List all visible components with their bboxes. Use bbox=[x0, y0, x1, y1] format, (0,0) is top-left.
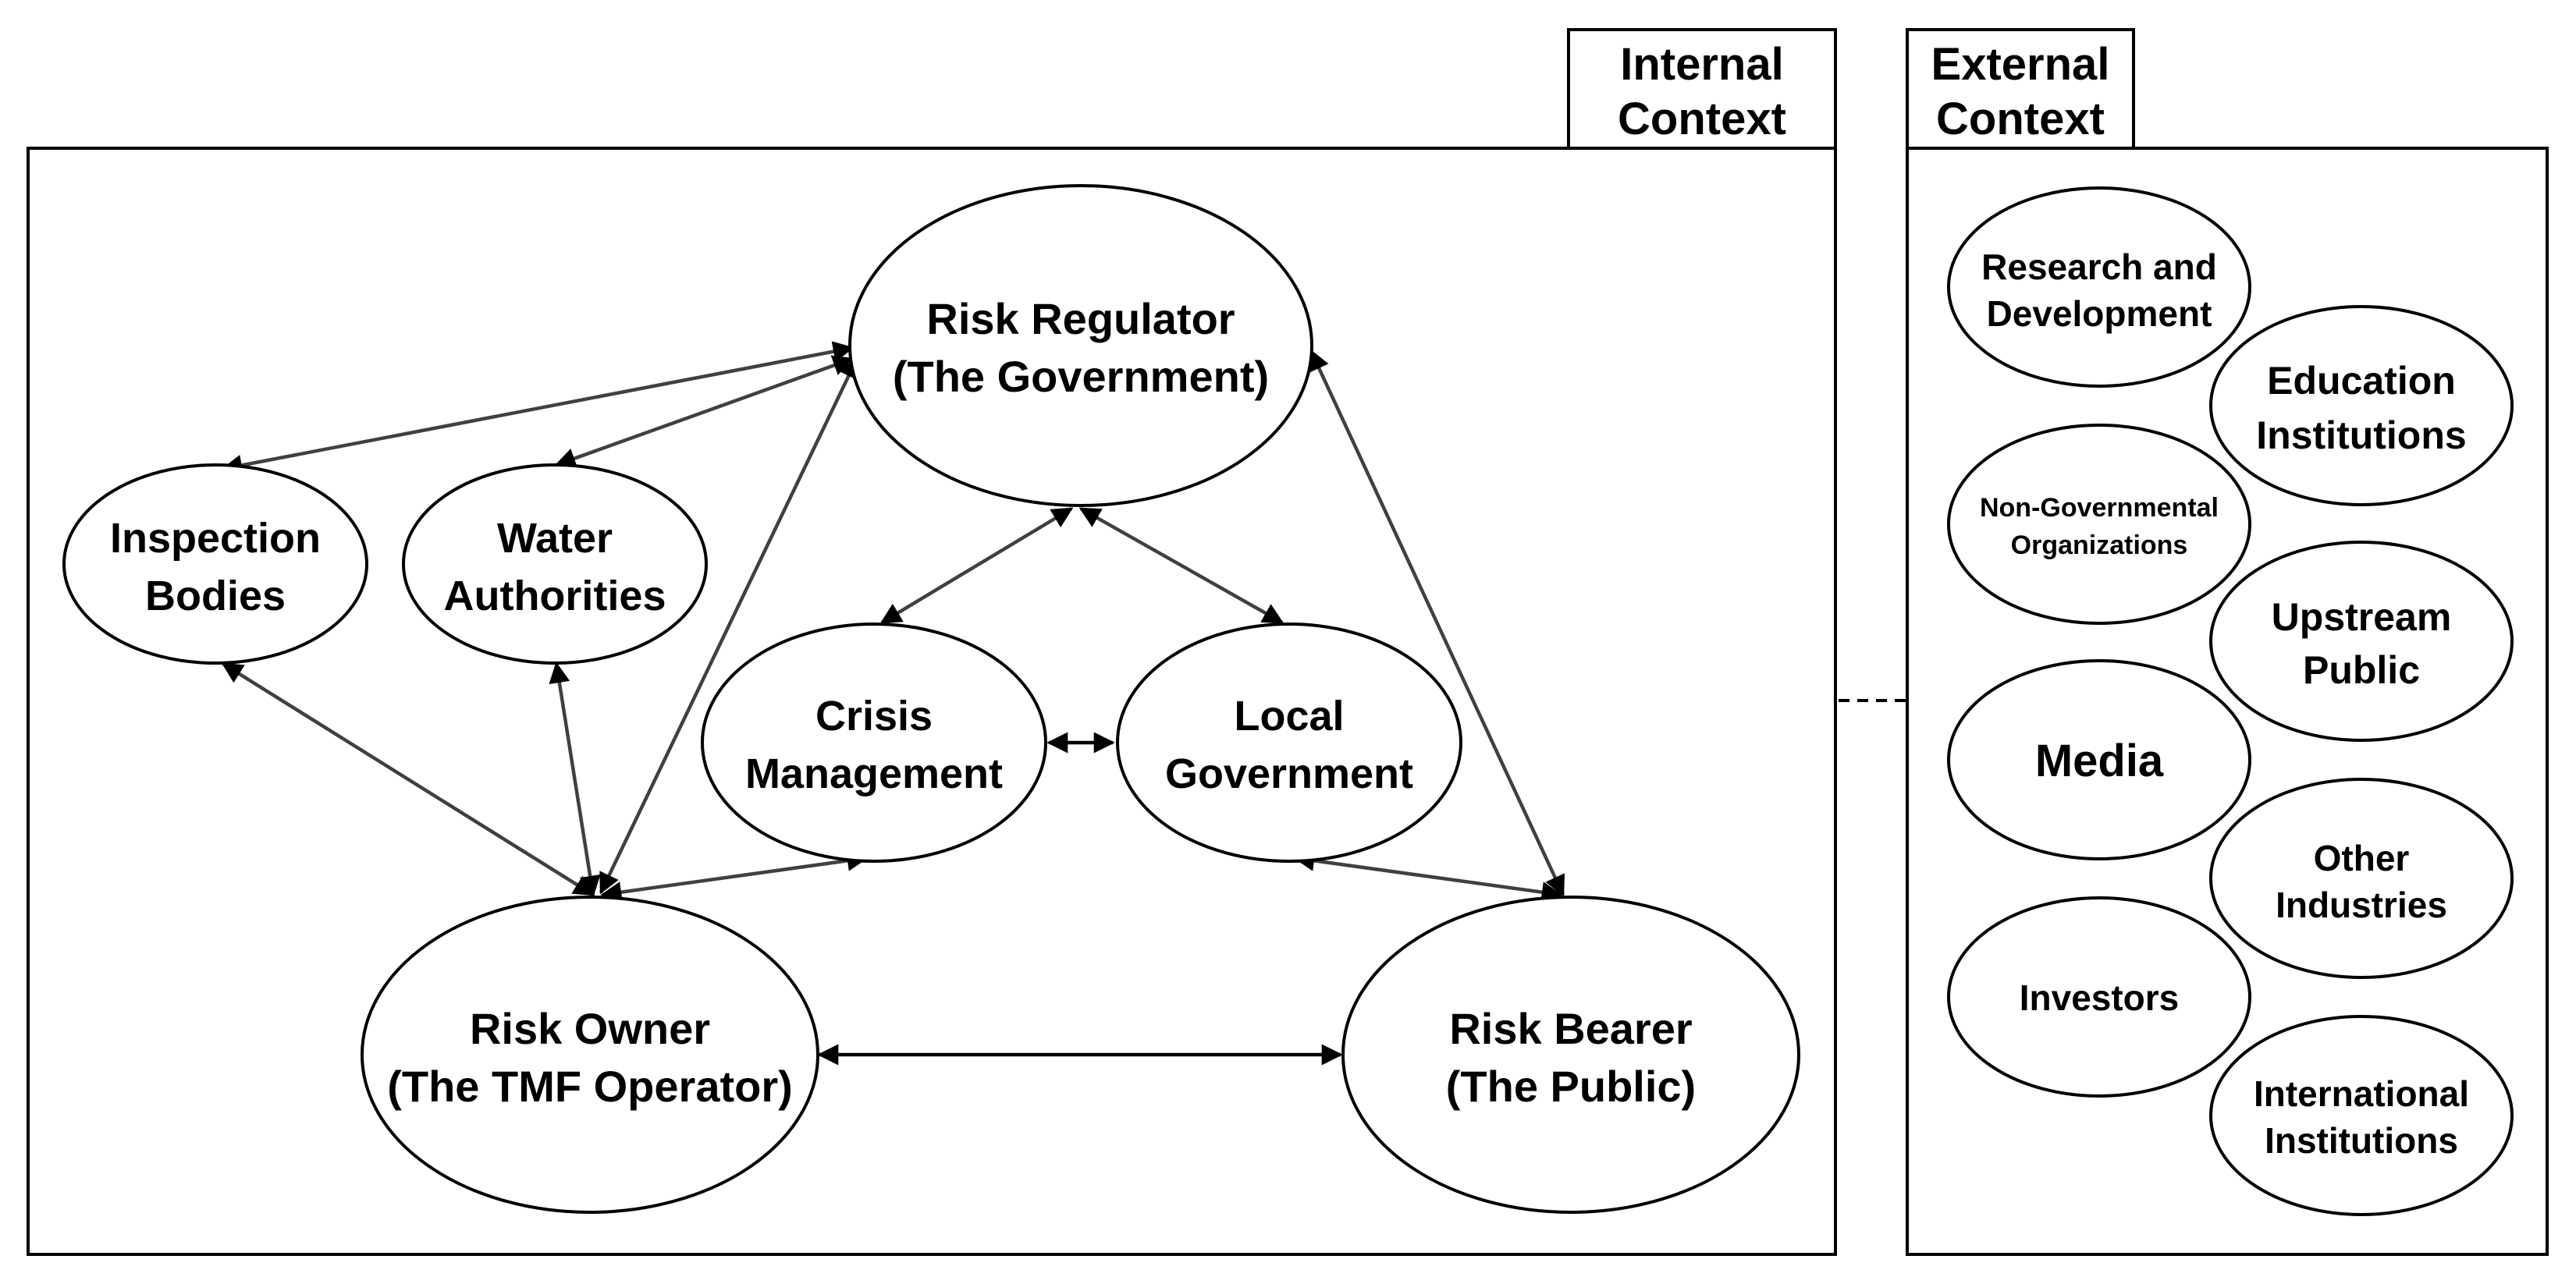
node-inspection-bodies: Inspection Bodies bbox=[62, 463, 368, 665]
node-international-institutions: International Institutions bbox=[2209, 1015, 2514, 1216]
water-authorities-label-1: Water bbox=[497, 515, 613, 562]
node-upstream-public: Upstream Public bbox=[2209, 541, 2514, 742]
node-risk-owner: Risk Owner (The TMF Operator) bbox=[361, 896, 819, 1214]
edge-regulator-owner bbox=[599, 356, 859, 895]
ngo-label-1: Non-Governmental bbox=[1980, 493, 2219, 523]
risk-regulator-label-1: Risk Regulator bbox=[926, 294, 1235, 343]
external-context-label-2: Context bbox=[1936, 94, 2105, 144]
inspection-bodies-label-2: Bodies bbox=[145, 573, 286, 619]
node-risk-regulator: Risk Regulator (The Government) bbox=[848, 184, 1313, 507]
node-media: Media bbox=[1947, 659, 2251, 860]
upstream-public-label-2: Public bbox=[2303, 648, 2420, 692]
crisis-management-label-1: Crisis bbox=[815, 693, 933, 740]
node-investors: Investors bbox=[1947, 896, 2251, 1098]
upstream-public-label-1: Upstream bbox=[2272, 595, 2452, 639]
edge-regulator-bearer bbox=[1309, 349, 1565, 897]
risk-regulator-label-2: (The Government) bbox=[893, 352, 1269, 401]
edge-regulator-inspection bbox=[221, 341, 855, 476]
crisis-management-label-2: Management bbox=[745, 750, 1003, 797]
ngo-label-2: Organizations bbox=[2011, 530, 2188, 560]
other-industries-label-1: Other bbox=[2314, 838, 2410, 878]
research-development-label-2: Development bbox=[1987, 293, 2212, 334]
edge-bearer-local bbox=[1293, 850, 1563, 903]
edge-water-owner bbox=[549, 662, 601, 897]
investors-label: Investors bbox=[2020, 977, 2180, 1018]
internal-context-tab bbox=[1567, 28, 1837, 150]
edge-regulator-local bbox=[1078, 507, 1284, 624]
internal-context-frame bbox=[27, 147, 1837, 1256]
node-water-authorities: Water Authorities bbox=[402, 463, 708, 665]
edge-regulator-crisis bbox=[879, 507, 1074, 624]
local-government-label-1: Local bbox=[1234, 693, 1344, 740]
node-risk-bearer: Risk Bearer (The Public) bbox=[1341, 896, 1800, 1214]
node-education-institutions: Education Institutions bbox=[2209, 305, 2514, 506]
internal-context-label-2: Context bbox=[1618, 94, 1786, 144]
internal-context-label-1: Internal bbox=[1620, 39, 1784, 90]
edge-inspection-owner bbox=[221, 662, 595, 896]
external-context-label-1: External bbox=[1931, 39, 2110, 90]
risk-owner-label-2: (The TMF Operator) bbox=[387, 1062, 793, 1111]
local-government-label-2: Government bbox=[1165, 750, 1413, 797]
edge-owner-crisis bbox=[600, 850, 869, 903]
node-other-industries: Other Industries bbox=[2209, 778, 2514, 979]
node-research-development: Research and Development bbox=[1947, 186, 2251, 388]
water-authorities-label-2: Authorities bbox=[443, 573, 666, 619]
education-institutions-label-1: Education bbox=[2267, 359, 2456, 403]
education-institutions-label-2: Institutions bbox=[2256, 413, 2466, 457]
research-development-label-1: Research and bbox=[1981, 247, 2217, 287]
node-local-government: Local Government bbox=[1116, 623, 1462, 863]
node-crisis-management: Crisis Management bbox=[701, 623, 1047, 863]
international-institutions-label-1: International bbox=[2254, 1073, 2469, 1114]
media-label: Media bbox=[2035, 736, 2164, 786]
node-non-governmental-organizations: Non-Governmental Organizations bbox=[1947, 424, 2251, 625]
risk-bearer-label-2: (The Public) bbox=[1446, 1062, 1696, 1111]
risk-bearer-label-1: Risk Bearer bbox=[1449, 1004, 1692, 1053]
inspection-bodies-label-1: Inspection bbox=[110, 515, 321, 562]
international-institutions-label-2: Institutions bbox=[2265, 1120, 2458, 1161]
other-industries-label-2: Industries bbox=[2276, 885, 2447, 925]
external-context-frame bbox=[1906, 147, 2549, 1256]
external-context-tab bbox=[1906, 28, 2135, 150]
risk-owner-label-1: Risk Owner bbox=[470, 1004, 710, 1053]
